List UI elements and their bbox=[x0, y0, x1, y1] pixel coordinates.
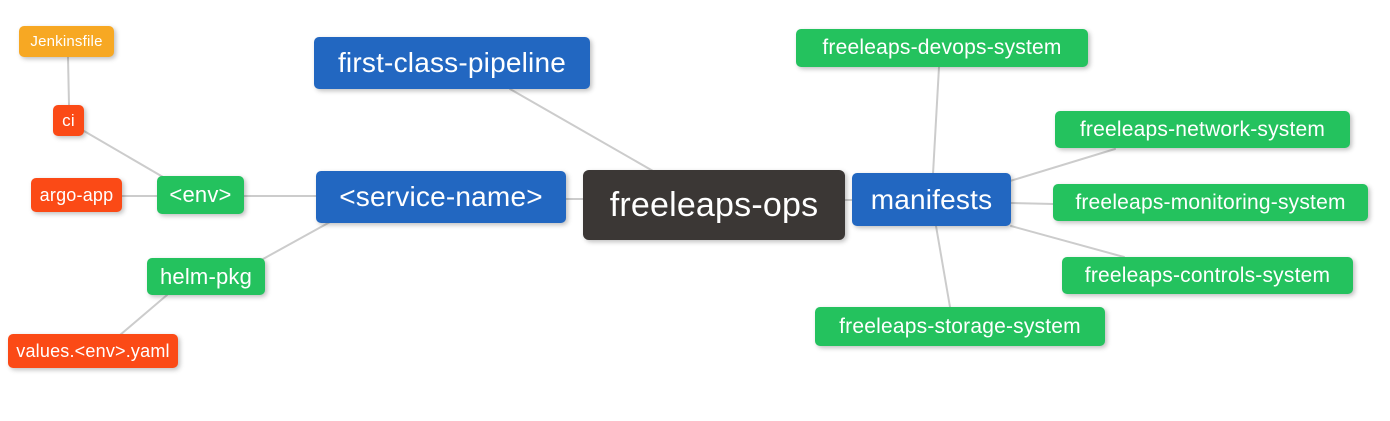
edge-jenkinsfile-ci bbox=[67, 56, 70, 106]
edge-pipeline-freeleaps-ops bbox=[509, 88, 654, 172]
node-controls-system[interactable]: freeleaps-controls-system bbox=[1062, 257, 1353, 294]
edge-service-name-helm-pkg bbox=[262, 221, 331, 260]
node-manifests[interactable]: manifests bbox=[852, 173, 1011, 226]
node-helm-pkg[interactable]: helm-pkg bbox=[147, 258, 265, 295]
edge-manifests-controls bbox=[1010, 225, 1125, 258]
edge-manifests-devops bbox=[932, 66, 940, 175]
node-freeleaps-ops-root[interactable]: freeleaps-ops bbox=[583, 170, 845, 240]
node-env[interactable]: <env> bbox=[157, 176, 244, 214]
edge-manifests-network bbox=[1009, 148, 1116, 182]
edge-helm-pkg-values bbox=[119, 294, 168, 336]
node-network-system[interactable]: freeleaps-network-system bbox=[1055, 111, 1350, 148]
node-service-name[interactable]: <service-name> bbox=[316, 171, 566, 223]
node-storage-system[interactable]: freeleaps-storage-system bbox=[815, 307, 1105, 346]
node-monitoring-system[interactable]: freeleaps-monitoring-system bbox=[1053, 184, 1368, 221]
node-first-class-pipeline[interactable]: first-class-pipeline bbox=[314, 37, 590, 89]
edge-manifests-monitoring bbox=[1010, 202, 1055, 205]
node-ci[interactable]: ci bbox=[53, 105, 84, 136]
node-jenkinsfile[interactable]: Jenkinsfile bbox=[19, 26, 114, 57]
node-values-env-yaml[interactable]: values.<env>.yaml bbox=[8, 334, 178, 368]
edge-manifests-storage bbox=[935, 225, 951, 308]
node-devops-system[interactable]: freeleaps-devops-system bbox=[796, 29, 1088, 67]
node-argo-app[interactable]: argo-app bbox=[31, 178, 122, 212]
edge-ci-env bbox=[83, 130, 164, 178]
